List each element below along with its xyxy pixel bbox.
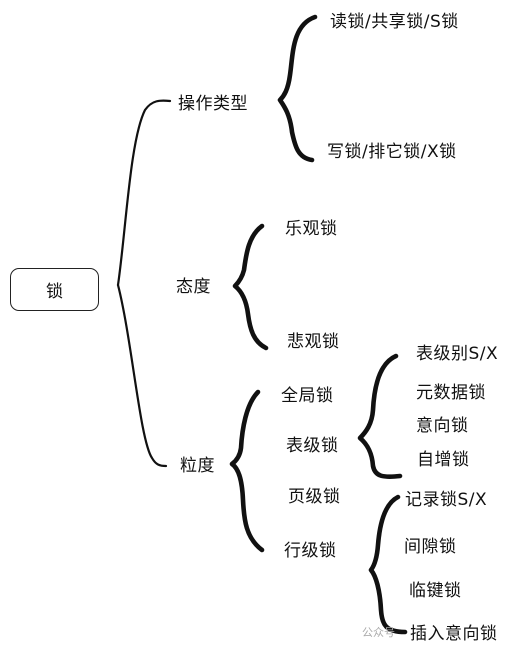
node-read-lock: 读锁/共享锁/S锁 xyxy=(330,12,459,32)
brace-attitude xyxy=(232,223,269,351)
node-global-lock: 全局锁 xyxy=(281,386,334,406)
node-gap-lock: 间隙锁 xyxy=(404,537,457,557)
node-optimistic-lock: 乐观锁 xyxy=(285,219,338,239)
root-label: 锁 xyxy=(46,282,63,302)
branch-granularity: 粒度 xyxy=(180,456,215,476)
connector-root-top xyxy=(116,99,172,287)
node-table-lock: 表级锁 xyxy=(286,436,339,456)
node-record-lock: 记录锁S/X xyxy=(405,490,488,510)
node-table-level-sx: 表级别S/X xyxy=(416,344,499,364)
node-auto-inc-lock: 自增锁 xyxy=(417,450,470,470)
branch-attitude: 态度 xyxy=(176,277,211,297)
node-intention-lock: 意向锁 xyxy=(416,416,469,436)
node-insert-intention-lock: 插入意向锁 xyxy=(410,624,498,644)
connector-root-bottom xyxy=(116,283,168,468)
node-metadata-lock: 元数据锁 xyxy=(416,383,486,403)
watermark: 公众号 xyxy=(362,626,395,639)
node-row-lock: 行级锁 xyxy=(284,541,337,561)
node-write-lock: 写锁/排它锁/X锁 xyxy=(327,142,457,162)
node-pessimistic-lock: 悲观锁 xyxy=(287,332,340,352)
node-page-lock: 页级锁 xyxy=(288,487,341,507)
root-node: 锁 xyxy=(10,268,99,311)
brace-row-lock xyxy=(368,494,408,635)
node-next-key-lock: 临键锁 xyxy=(409,581,462,601)
branch-operation-type: 操作类型 xyxy=(178,94,248,114)
brace-table-lock xyxy=(357,353,403,479)
brace-operation xyxy=(277,14,318,163)
brace-granularity xyxy=(229,389,265,553)
